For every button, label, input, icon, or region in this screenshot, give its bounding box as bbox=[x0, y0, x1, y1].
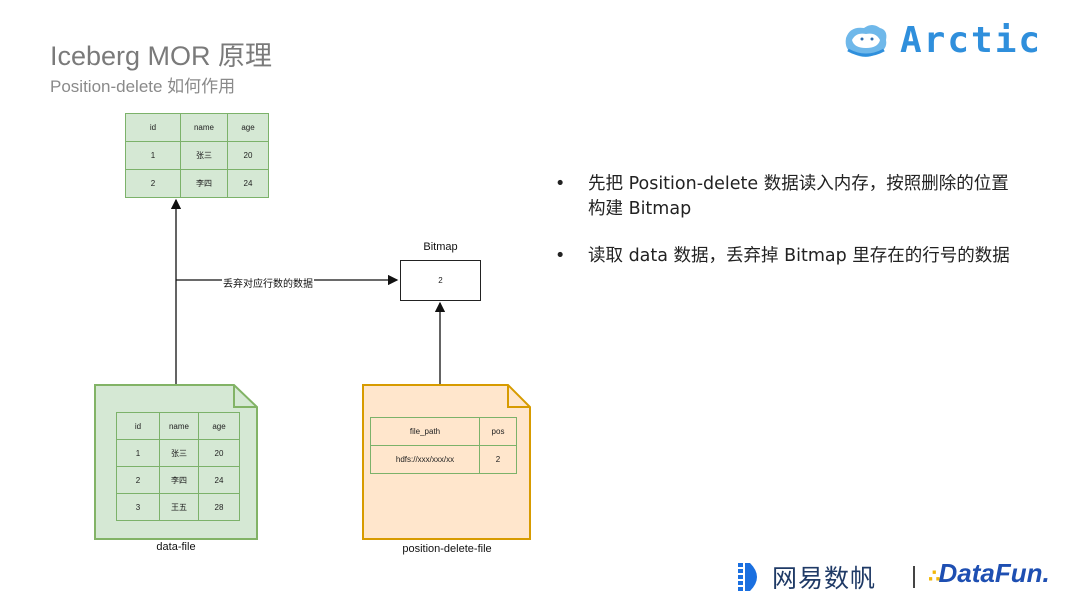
header-cell: file_path bbox=[370, 417, 480, 446]
explanation-list: • 先把 Position-delete 数据读入内存，按照删除的位置构建 Bi… bbox=[555, 172, 1025, 291]
table-row: 3 王五 28 bbox=[116, 493, 240, 521]
table-row: hdfs://xxx/xxx/xx 2 bbox=[370, 445, 517, 474]
data-file-table: id name age 1 张三 20 2 李四 24 3 王五 28 bbox=[116, 412, 240, 521]
result-table: id name age 1 张三 20 2 李四 24 bbox=[125, 113, 269, 198]
table-cell: 3 bbox=[116, 493, 160, 521]
arctic-logo-text: Arctic bbox=[900, 20, 1043, 61]
table-header-row: file_path pos bbox=[370, 417, 517, 446]
datafun-text: DataFun. bbox=[938, 558, 1050, 588]
table-cell: 20 bbox=[227, 141, 269, 170]
header-cell: id bbox=[116, 412, 160, 440]
bullet-dot: • bbox=[555, 246, 566, 266]
polar-bear-logo-icon bbox=[845, 25, 887, 57]
footer-divider bbox=[913, 566, 915, 588]
bitmap-value: 2 bbox=[438, 276, 443, 285]
page-subtitle: Position-delete 如何作用 bbox=[50, 77, 236, 96]
table-cell: hdfs://xxx/xxx/xx bbox=[370, 445, 480, 474]
list-item: • 读取 data 数据，丢弃掉 Bitmap 里存在的行号的数据 bbox=[555, 244, 1025, 269]
table-row: 2 李四 24 bbox=[125, 169, 269, 198]
header-cell: id bbox=[125, 113, 181, 142]
table-row: 1 张三 20 bbox=[125, 141, 269, 170]
datafun-logo: ∴DataFun. bbox=[928, 558, 1050, 589]
bitmap-box: 2 bbox=[400, 260, 481, 301]
table-cell: 24 bbox=[227, 169, 269, 198]
datafun-dots-icon: ∴ bbox=[928, 566, 940, 586]
netease-logo: 网易数帆 bbox=[738, 560, 876, 594]
table-cell: 2 bbox=[479, 445, 517, 474]
netease-text: 网易数帆 bbox=[772, 565, 877, 593]
header-cell: name bbox=[180, 113, 228, 142]
table-row: 2 李四 24 bbox=[116, 466, 240, 494]
table-row: 1 张三 20 bbox=[116, 439, 240, 467]
list-item: • 先把 Position-delete 数据读入内存，按照删除的位置构建 Bi… bbox=[555, 172, 1025, 222]
position-delete-table: file_path pos hdfs://xxx/xxx/xx 2 bbox=[370, 417, 517, 474]
bullet-text: 读取 data 数据，丢弃掉 Bitmap 里存在的行号的数据 bbox=[588, 246, 1010, 266]
table-cell: 1 bbox=[116, 439, 160, 467]
table-cell: 张三 bbox=[159, 439, 199, 467]
table-cell: 20 bbox=[198, 439, 240, 467]
table-header-row: id name age bbox=[116, 412, 240, 440]
drop-rows-label: 丢弃对应行数的数据 bbox=[222, 275, 314, 290]
header-cell: pos bbox=[479, 417, 517, 446]
header-cell: age bbox=[227, 113, 269, 142]
position-delete-file-label: position-delete-file bbox=[402, 543, 492, 555]
bullet-text: 先把 Position-delete 数据读入内存，按照删除的位置构建 Bitm… bbox=[588, 174, 1009, 219]
table-header-row: id name age bbox=[125, 113, 269, 142]
table-cell: 2 bbox=[125, 169, 181, 198]
header-cell: name bbox=[159, 412, 199, 440]
data-file-label: data-file bbox=[156, 541, 196, 553]
page-title: Iceberg MOR 原理 bbox=[50, 41, 273, 71]
bullet-dot: • bbox=[555, 174, 566, 194]
table-cell: 张三 bbox=[180, 141, 228, 170]
table-cell: 王五 bbox=[159, 493, 199, 521]
table-cell: 李四 bbox=[159, 466, 199, 494]
table-cell: 24 bbox=[198, 466, 240, 494]
netease-fan-icon bbox=[738, 563, 757, 591]
bitmap-label: Bitmap bbox=[423, 241, 458, 253]
header-cell: age bbox=[198, 412, 240, 440]
table-cell: 2 bbox=[116, 466, 160, 494]
table-cell: 1 bbox=[125, 141, 181, 170]
table-cell: 28 bbox=[198, 493, 240, 521]
